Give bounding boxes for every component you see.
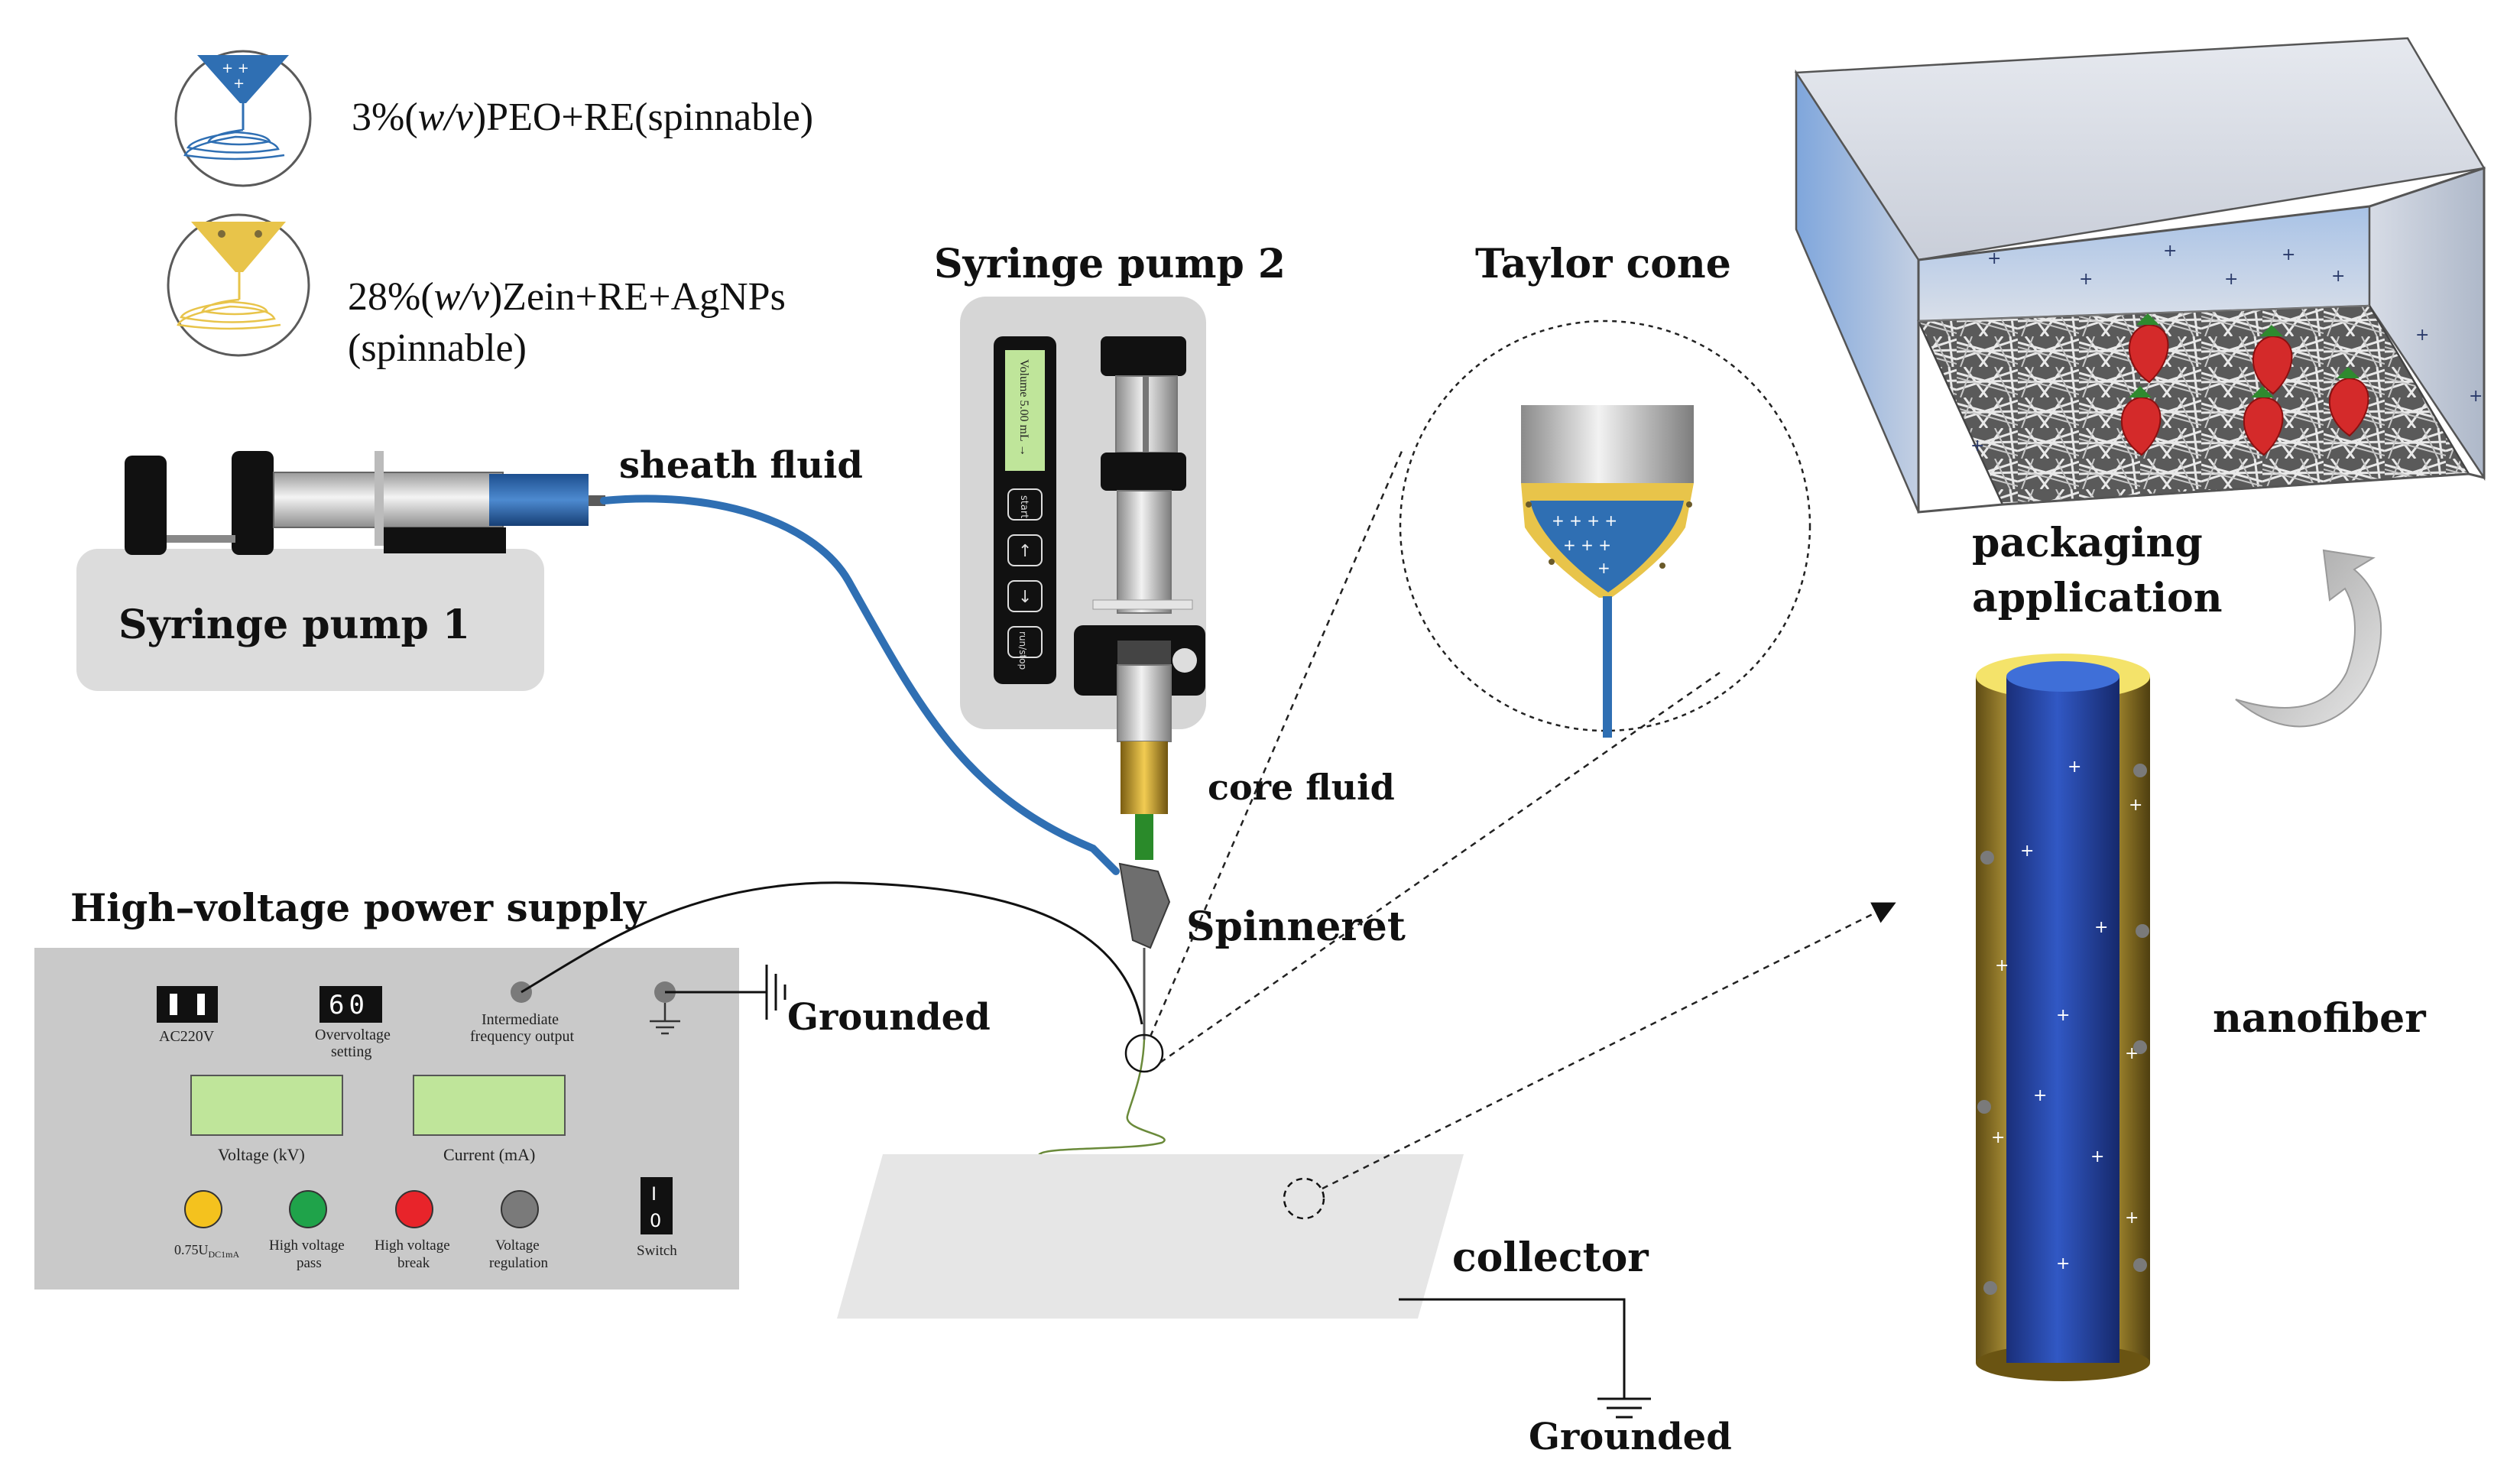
pump2-display-text: Volume 5.00 mL → <box>1017 359 1030 456</box>
ind4-label: Voltage <box>495 1238 540 1254</box>
nanofiber-zoom-arrow <box>1322 902 1896 1190</box>
svg-text:+ + + +: + + + + <box>1552 511 1617 530</box>
pump2-buttons: start ↑ ↓ run/stop <box>1007 488 1043 670</box>
svg-text:+: + <box>2068 757 2081 777</box>
svg-text:+: + <box>2056 1006 2070 1025</box>
svg-text:+: + <box>233 76 245 92</box>
syringe-pump-2-label: Syringe pump 2 <box>934 241 1286 287</box>
svg-text:+: + <box>1970 436 1984 456</box>
syringe-pump-1-label: Syringe pump 1 <box>118 602 470 648</box>
svg-text:run/stop: run/stop <box>1017 631 1028 670</box>
indicator-red <box>395 1190 433 1228</box>
power-switch[interactable] <box>641 1177 673 1234</box>
overvoltage-value: 60 <box>329 990 369 1020</box>
legend-peo-icon: + + + <box>174 50 312 187</box>
svg-text:+: + <box>2129 796 2142 815</box>
legend-zein-label: 28%(w/v)Zein+RE+AgNPs <box>348 275 786 319</box>
legend: + + + 3%(w/v)PEO+RE(spinnable) 28%(w/v)Z… <box>167 50 813 370</box>
svg-text:+: + <box>2033 1086 2047 1105</box>
svg-text:↓: ↓ <box>1018 588 1032 607</box>
ifo-label-2: frequency output <box>470 1028 575 1045</box>
svg-text:+: + <box>1995 956 2009 975</box>
svg-text:+ + +: + + + <box>1563 536 1611 554</box>
svg-text:+: + <box>1991 1128 2005 1147</box>
ifo-label: Intermediate <box>482 1011 559 1028</box>
syringe-pump-1: Syringe pump 1 <box>76 451 605 691</box>
nanofiber-structure: +++ +++ +++ +++ <box>1976 654 2150 1381</box>
svg-text:+ +: + + <box>222 60 249 76</box>
curved-arrow-icon <box>2235 549 2382 728</box>
grounded-label: Grounded <box>787 996 991 1039</box>
svg-text:0: 0 <box>650 1210 661 1231</box>
taylor-cone-inset: Taylor cone + + + + + + + + <box>1399 241 1811 738</box>
svg-text:+: + <box>2282 245 2295 264</box>
ind3-label: High voltage <box>375 1238 450 1254</box>
nanofiber-label: nanofiber <box>2213 995 2426 1042</box>
spinneret <box>1118 862 1171 1040</box>
hv-wire <box>521 881 1143 1025</box>
hv-power-supply: AC220V 60 Overvoltage setting Intermedia… <box>34 948 739 1289</box>
overvoltage-label-2: setting <box>331 1043 371 1060</box>
ind2-label-2: pass <box>297 1255 322 1271</box>
voltage-label: Voltage (kV) <box>218 1145 305 1164</box>
svg-text:+: + <box>2079 270 2093 289</box>
svg-text:+: + <box>2090 1147 2104 1166</box>
jet-zoom-circle <box>1124 1033 1164 1073</box>
sheath-fluid-label: sheath fluid <box>619 444 863 487</box>
svg-text:+: + <box>2020 842 2034 861</box>
ind2-label: High voltage <box>269 1238 345 1254</box>
collector <box>837 1154 1651 1419</box>
packaging-box: + + + + + + + + + <box>1794 37 2486 514</box>
ac220v-label: AC220V <box>159 1028 215 1045</box>
svg-text:+: + <box>1597 559 1610 577</box>
svg-text:+: + <box>1987 249 2001 268</box>
svg-text:+: + <box>2094 918 2108 937</box>
svg-text:+: + <box>2125 1208 2139 1228</box>
packaging-label-2: application <box>1972 575 2223 621</box>
switch-label: Switch <box>637 1243 677 1259</box>
svg-text:+: + <box>2056 1254 2070 1273</box>
collector-label: collector <box>1452 1234 1649 1281</box>
sheath-fluid-tube <box>600 495 1120 875</box>
overvoltage-label: Overvoltage <box>315 1027 391 1043</box>
ind4-label-2: regulation <box>489 1255 549 1271</box>
indicator-yellow <box>184 1190 222 1228</box>
svg-text:+: + <box>2415 326 2429 345</box>
svg-text:+: + <box>2331 267 2345 286</box>
svg-text:start: start <box>1018 495 1030 518</box>
legend-peo-label: 3%(w/v)PEO+RE(spinnable) <box>352 96 813 139</box>
svg-text:+: + <box>2163 242 2177 261</box>
ground-symbol-1 <box>665 965 786 1020</box>
svg-text:I: I <box>651 1183 657 1205</box>
spinneret-label: Spinneret <box>1186 903 1406 950</box>
indicator-gray <box>501 1190 539 1228</box>
svg-text:↑: ↑ <box>1018 542 1032 561</box>
current-label: Current (mA) <box>443 1145 535 1164</box>
indicator-green <box>289 1190 327 1228</box>
taylor-cone-label: Taylor cone <box>1475 241 1731 287</box>
core-fluid-label: core fluid <box>1208 767 1395 808</box>
packaging-label: packaging <box>1972 520 2203 566</box>
ind3-label-2: break <box>397 1255 430 1271</box>
hv-supply-label: High–voltage power supply <box>70 885 647 930</box>
grounded-bottom-label: Grounded <box>1529 1416 1732 1458</box>
svg-text:+: + <box>2224 270 2238 289</box>
syringe-pump-2: Syringe pump 2 Volume 5.00 mL → start ↑ … <box>934 241 1286 860</box>
ind1-label: 0.75UDC1mA <box>174 1242 240 1260</box>
legend-zein-label-line2: (spinnable) <box>348 326 527 370</box>
svg-text:+: + <box>2469 387 2483 406</box>
legend-zein-icon <box>167 213 310 357</box>
